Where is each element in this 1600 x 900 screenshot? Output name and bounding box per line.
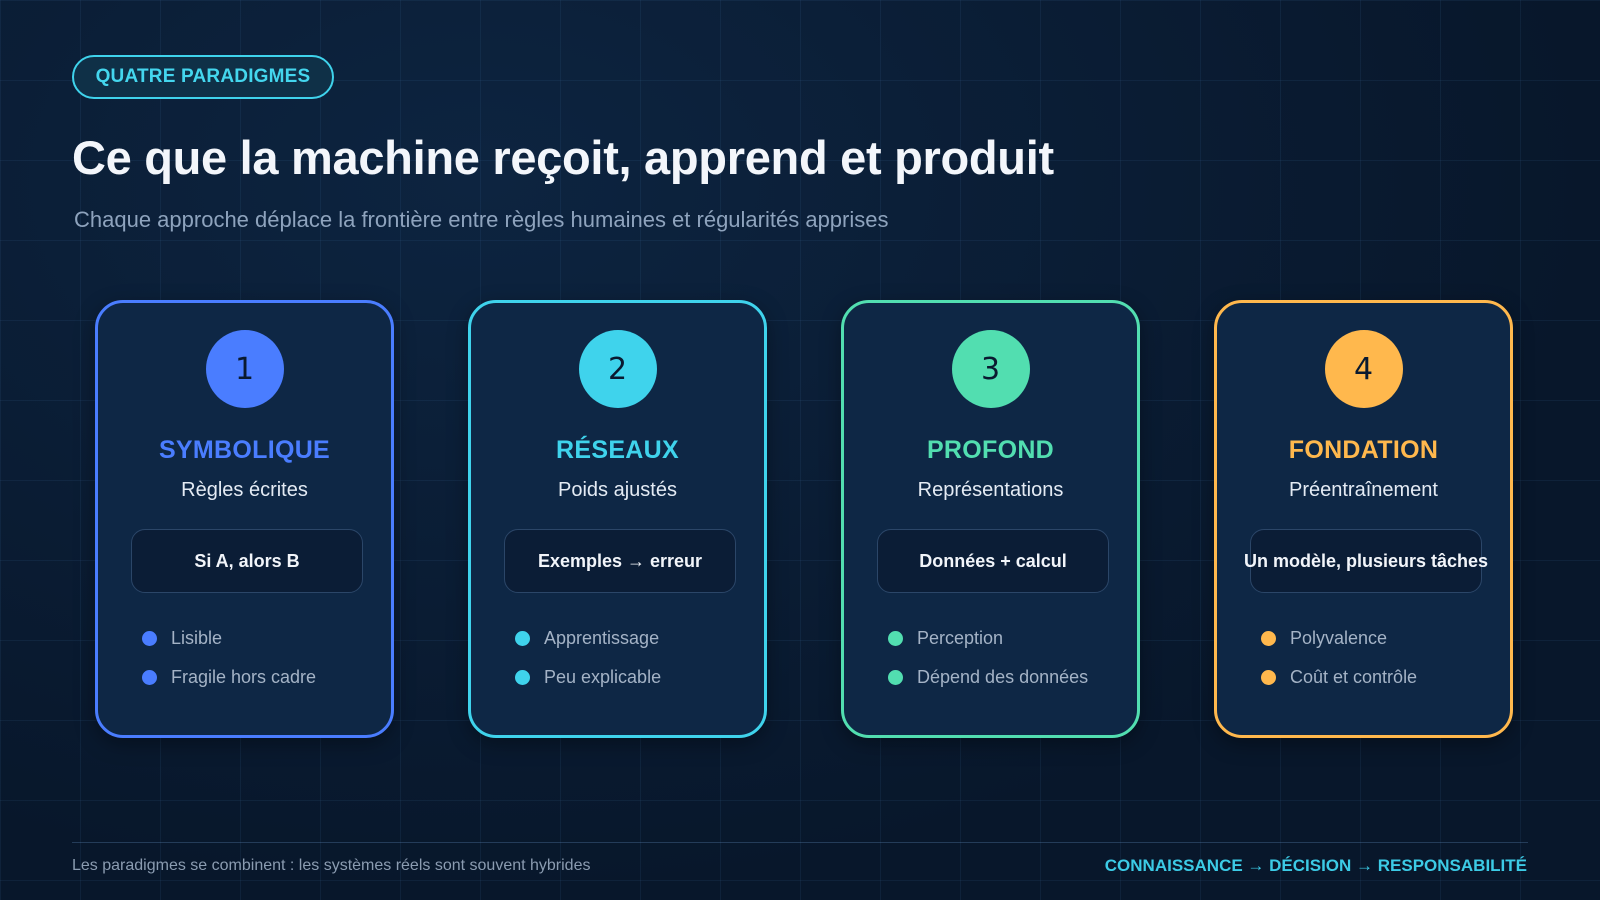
card-number-badge: 3 [951,330,1030,408]
footer-divider [72,842,1528,843]
list-item: Polyvalence [1261,619,1417,658]
list-item: Apprentissage [515,619,661,658]
card-subtitle: Règles écrites [181,479,308,501]
card-number-badge: 1 [205,330,284,408]
card-formula-box: Un modèle, plusieurs tâches [1244,529,1488,593]
card-subtitle: Représentations [917,479,1064,501]
list-item: Peu explicable [515,658,661,697]
bullet-dot-icon [888,670,903,685]
paradigm-card-profond: 3 PROFOND Représentations Données + calc… [841,300,1140,738]
paradigm-card-symbolique: 1 SYMBOLIQUE Règles écrites Si A, alors … [95,300,394,738]
bullet-dot-icon [515,670,530,685]
paradigm-card-fondation: 4 FONDATION Préentraînement Un modèle, p… [1214,300,1513,738]
card-bullet-list: Apprentissage Peu explicable [515,619,661,697]
list-item: Dépend des données [888,658,1088,697]
bullet-text: Apprentissage [544,628,660,648]
paradigm-cards: 1 SYMBOLIQUE Règles écrites Si A, alors … [95,300,1535,740]
card-subtitle: Préentraînement [1289,479,1438,501]
card-title: PROFOND [926,436,1055,464]
bullet-text: Coût et contrôle [1290,667,1418,687]
card-bullet-list: Polyvalence Coût et contrôle [1261,619,1417,697]
bullet-text: Fragile hors cadre [171,667,317,687]
bullet-dot-icon [142,631,157,646]
bullet-text: Polyvalence [1290,628,1388,648]
bullet-text: Perception [917,628,1004,648]
card-formula-box: Exemples → erreur [504,529,736,593]
card-title: RÉSEAUX [556,436,679,464]
section-tag: QUATRE PARADIGMES [72,55,334,99]
bullet-dot-icon [888,631,903,646]
card-bullet-list: Perception Dépend des données [888,619,1088,697]
page-subtitle: Chaque approche déplace la frontière ent… [74,207,889,232]
bullet-text: Peu explicable [544,667,662,687]
card-title: FONDATION [1288,436,1439,464]
card-number-badge: 2 [578,330,657,408]
list-item: Fragile hors cadre [142,658,316,697]
bullet-dot-icon [142,670,157,685]
bullet-dot-icon [1261,631,1276,646]
bullet-text: Dépend des données [917,667,1089,687]
footer-note: Les paradigmes se combinent : les systèm… [72,857,591,874]
bullet-dot-icon [1261,670,1276,685]
card-subtitle: Poids ajustés [558,479,677,501]
card-number-badge: 4 [1324,330,1403,408]
list-item: Lisible [142,619,316,658]
list-item: Perception [888,619,1088,658]
card-formula-box: Si A, alors B [131,529,363,593]
bullet-text: Lisible [171,628,223,648]
page-title: Ce que la machine reçoit, apprend et pro… [72,131,1054,184]
list-item: Coût et contrôle [1261,658,1417,697]
card-title: SYMBOLIQUE [158,436,331,464]
bullet-dot-icon [515,631,530,646]
card-bullet-list: Lisible Fragile hors cadre [142,619,316,697]
footer-flow: CONNAISSANCE → DÉCISION → RESPONSABILITÉ [1104,856,1527,875]
card-formula-box: Données + calcul [877,529,1109,593]
paradigm-card-reseaux: 2 RÉSEAUX Poids ajustés Exemples → erreu… [468,300,767,738]
